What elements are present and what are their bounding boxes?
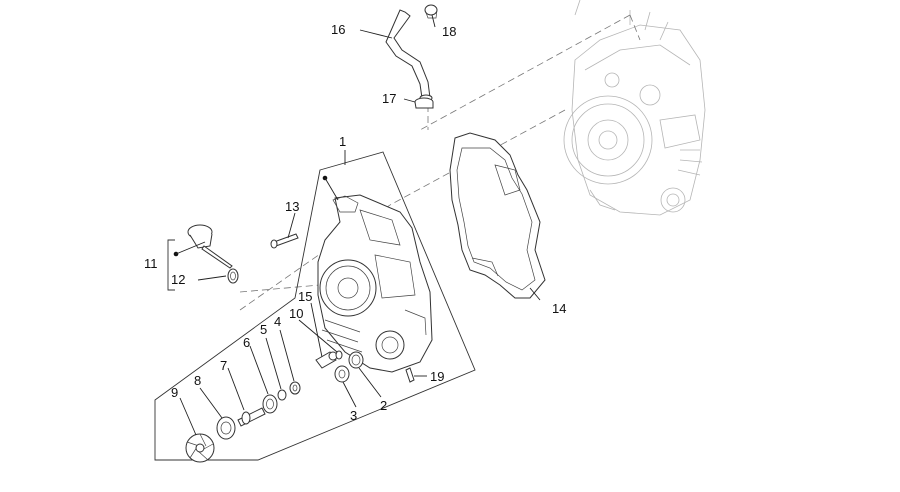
sensor-part-15 [315, 351, 338, 369]
bearing-part-6 [262, 394, 278, 414]
bolt-part-13 [270, 233, 299, 249]
impeller-part-9 [185, 433, 215, 463]
oring-part-12 [227, 268, 239, 284]
seal-part-2 [348, 351, 364, 369]
shaft-part-7 [237, 407, 266, 427]
side-cover-part-1 [317, 194, 433, 373]
gear-part-8 [216, 416, 236, 440]
pin-part-19 [405, 367, 415, 383]
callout-5: 5 [260, 322, 267, 337]
callout-7: 7 [220, 358, 227, 373]
callout-labels: 1 2 3 4 5 6 7 8 9 10 11 12 13 14 15 16 1… [144, 22, 566, 423]
callout-8: 8 [194, 373, 201, 388]
callout-13: 13 [285, 199, 299, 214]
washer-part-4 [289, 381, 301, 395]
hose-part-16 [385, 9, 433, 102]
callout-6: 6 [243, 335, 250, 350]
callout-3: 3 [350, 408, 357, 423]
callout-9: 9 [171, 385, 178, 400]
callout-10: 10 [289, 306, 303, 321]
callout-17: 17 [382, 91, 396, 106]
seal-part-5 [277, 389, 287, 401]
dipstick-part-11 [187, 224, 233, 269]
callout-18: 18 [442, 24, 456, 39]
callout-2: 2 [380, 398, 387, 413]
callout-12: 12 [171, 272, 185, 287]
gasket-part-14 [449, 132, 546, 299]
callout-14: 14 [552, 301, 566, 316]
clamp-part-18 [424, 4, 438, 19]
washer-part-10 [335, 350, 343, 360]
callout-4: 4 [274, 314, 281, 329]
leader-lines [173, 14, 541, 436]
clamp-part-17 [414, 97, 434, 109]
callout-11: 11 [144, 256, 158, 271]
callout-1: 1 [339, 134, 346, 149]
callout-16: 16 [331, 22, 345, 37]
engine-block-ghost [563, 0, 706, 216]
callout-19: 19 [430, 369, 444, 384]
callout-15: 15 [298, 289, 312, 304]
bush-part-3 [334, 365, 350, 383]
